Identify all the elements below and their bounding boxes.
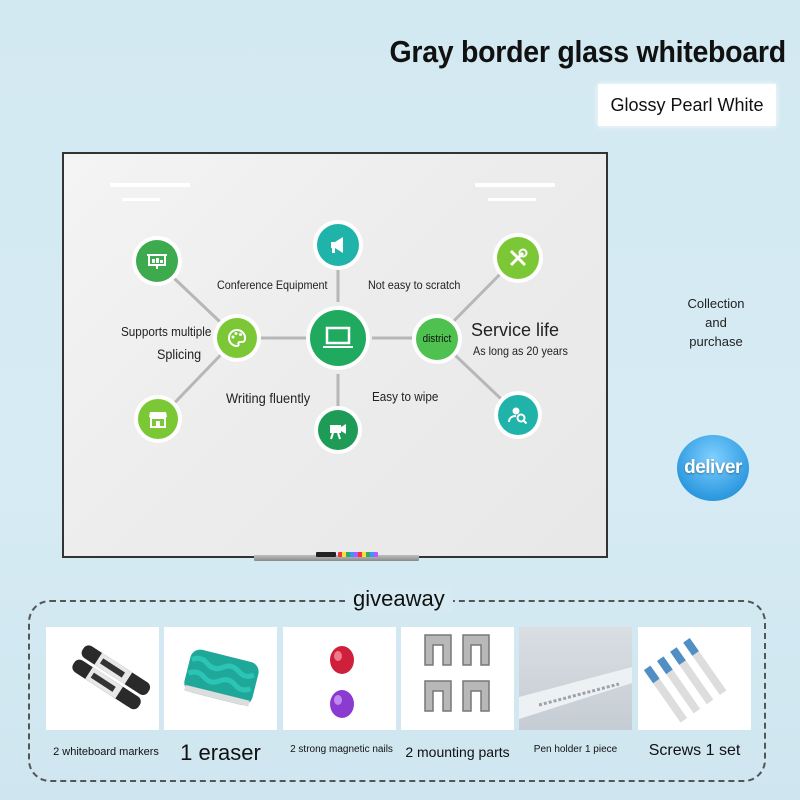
glare-mark (122, 198, 160, 201)
tools-icon (497, 237, 539, 279)
deliver-badge-text: deliver (684, 457, 742, 478)
caption-pen-holder: Pen holder 1 piece (533, 744, 618, 755)
caption-screws: Screws 1 set (648, 742, 741, 759)
projector-icon (318, 410, 358, 450)
label-splicing-1: Supports multiple (121, 324, 212, 339)
district-node: district (416, 318, 458, 360)
finish-label: Glossy Pearl White (598, 84, 776, 126)
laptop-icon (310, 310, 366, 366)
finish-label-text: Glossy Pearl White (610, 94, 764, 115)
label-service-life: Service life (471, 320, 560, 340)
page-title: Gray border glass whiteboard (389, 34, 787, 69)
label-scratch: Not easy to scratch (368, 278, 461, 292)
label-splicing-2: Splicing (157, 346, 202, 362)
marker-image (46, 627, 159, 730)
label-service-years: As long as 20 years (473, 344, 568, 358)
collection-note: Collection and purchase (676, 294, 756, 351)
caption-magnets: 2 strong magnetic nails (290, 744, 393, 755)
district-label: district (422, 333, 452, 345)
caption-eraser: 1 eraser (180, 740, 261, 765)
slideshow-icon (136, 240, 178, 282)
deliver-badge: deliver (677, 435, 749, 501)
palette-icon (217, 318, 257, 358)
mounting-image (401, 627, 514, 730)
megaphone-icon (317, 224, 359, 266)
collection-line-3: purchase (689, 334, 743, 349)
label-writing: Writing fluently (226, 390, 311, 406)
label-wipe: Easy to wipe (372, 389, 439, 404)
search-user-icon (498, 395, 538, 435)
tray-markers-colored (338, 552, 378, 557)
magnet-image (283, 627, 396, 730)
pen-tray (254, 555, 419, 561)
glare-mark (475, 183, 555, 187)
giveaway-title: giveaway (345, 586, 453, 612)
collection-line-2: and (705, 315, 727, 330)
glare-mark (110, 183, 190, 187)
screws-image (638, 627, 751, 730)
collection-line-1: Collection (687, 296, 745, 311)
glare-mark (488, 198, 536, 201)
eraser-image (164, 627, 277, 730)
caption-markers: 2 whiteboard markers (53, 746, 159, 758)
caption-mounting: 2 mounting parts (405, 744, 510, 760)
label-conference: Conference Equipment (217, 278, 328, 292)
pen-holder-image (519, 627, 632, 730)
tray-marker (316, 552, 336, 557)
shop-icon (138, 399, 178, 439)
